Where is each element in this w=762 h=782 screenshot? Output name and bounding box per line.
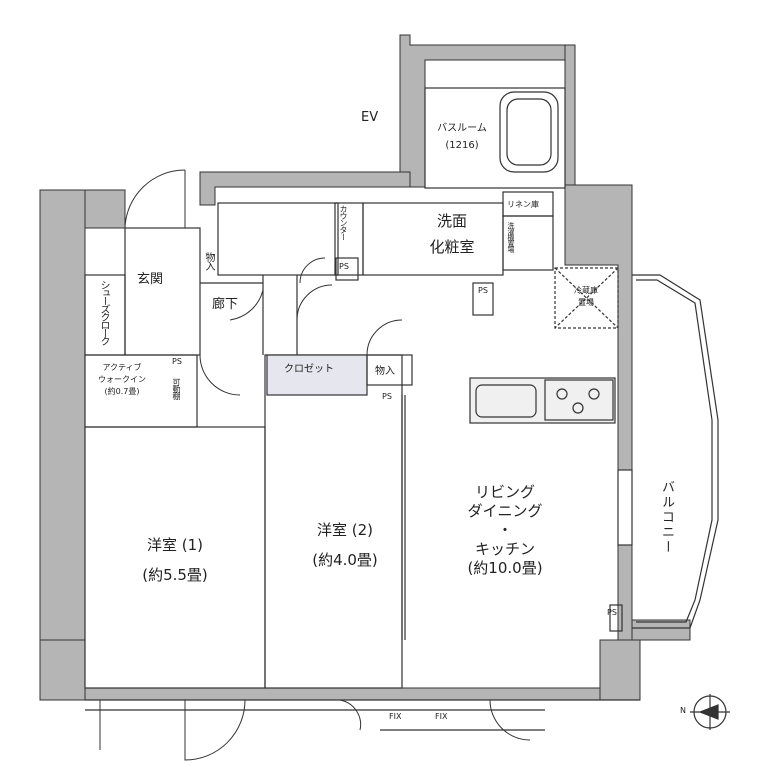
washroom-line1: 洗面 <box>436 212 468 230</box>
storage-label-closet: 物入 <box>375 366 395 377</box>
room1-name: 洋室 (1) <box>146 536 204 554</box>
ps-wash-text: PS <box>478 286 488 295</box>
outer-walls <box>39 34 691 701</box>
walkin-label: アクティブ ウォークイン (約0.7畳) <box>98 362 146 398</box>
laundry-label: 洗濯機置場 <box>507 222 515 252</box>
fridge-line1: 冷蔵庫 <box>574 286 598 295</box>
storage-label-entrance: 物入 <box>203 252 214 270</box>
fridge-line2: 置場 <box>578 298 594 307</box>
shoe-cloak-label: シューズクローク <box>98 280 109 344</box>
ps-label-wash: PS <box>478 285 488 297</box>
fix-label-1: FIX <box>389 712 402 721</box>
linen-label: リネン庫 <box>507 200 539 209</box>
bathroom-name: バスルーム <box>437 123 487 134</box>
ps-label-closet: PS <box>382 392 392 401</box>
ldk-line2: ダイニング <box>467 502 543 520</box>
balcony-outline <box>632 274 719 629</box>
washroom-label: 洗面 化粧室 <box>429 208 474 260</box>
room1-label: 洋室 (1) (約5.5畳) <box>142 530 208 590</box>
closet-label: クロゼット <box>284 364 334 375</box>
room2-name: 洋室 (2) <box>316 521 374 539</box>
ldk-line1: リビング <box>474 483 536 501</box>
walkin-line1: アクティブ <box>102 363 142 372</box>
entrance-label: 玄関 <box>137 272 164 287</box>
balcony-label: バルコニー <box>659 480 674 555</box>
walkin-size: (約0.7畳) <box>104 387 140 396</box>
fridge-label: 冷蔵庫 置場 <box>574 285 598 309</box>
ev-label: EV <box>361 110 379 125</box>
movable-shelf-label: 可動棚 <box>172 378 181 399</box>
walkin-line2: ウォークイン <box>98 375 146 384</box>
compass-icon <box>690 694 730 730</box>
ldk-line3: ・ <box>497 521 513 539</box>
room2-label: 洋室 (2) (約4.0畳) <box>312 515 378 575</box>
ldk-size: (約10.0畳) <box>467 559 543 577</box>
ldk-line4: キッチン <box>474 540 536 558</box>
ps-label-walkin: PS <box>172 357 182 366</box>
north-label: N <box>680 706 686 715</box>
ldk-label: リビング ダイニング ・ キッチン (約10.0畳) <box>467 483 542 578</box>
bathroom-size: (1216) <box>445 140 479 151</box>
ps-label-toilet: PS <box>339 262 349 271</box>
ps-label-ldk: PS <box>607 608 617 617</box>
room2-size: (約4.0畳) <box>312 551 378 569</box>
counter-label: カウンター <box>339 205 348 240</box>
interior-walls <box>84 87 640 731</box>
room1-size: (約5.5畳) <box>142 566 208 584</box>
washroom-line2: 化粧室 <box>429 238 475 256</box>
fix-label-2: FIX <box>435 712 448 721</box>
door-swings <box>99 169 531 761</box>
bathroom-label: バスルーム (1216) <box>437 120 487 154</box>
corridor-label: 廊下 <box>212 297 239 312</box>
